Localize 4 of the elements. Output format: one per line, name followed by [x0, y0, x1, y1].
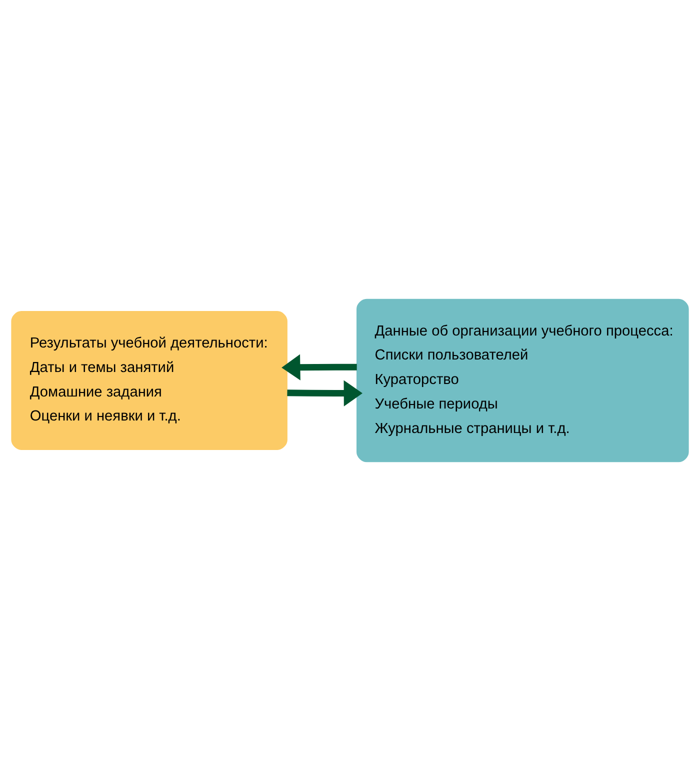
arrow: [287, 380, 362, 406]
arrow: [282, 354, 357, 380]
node-box: Данные об организации учебного процесса: Списки пользователей Кураторство Учебные периоды Журнальные страницы и т.д.: [356, 298, 689, 462]
node-box: Результаты учебной деятельности: Даты и темы занятий Домашние задания Оценки и неявки и т.д.: [11, 310, 288, 450]
